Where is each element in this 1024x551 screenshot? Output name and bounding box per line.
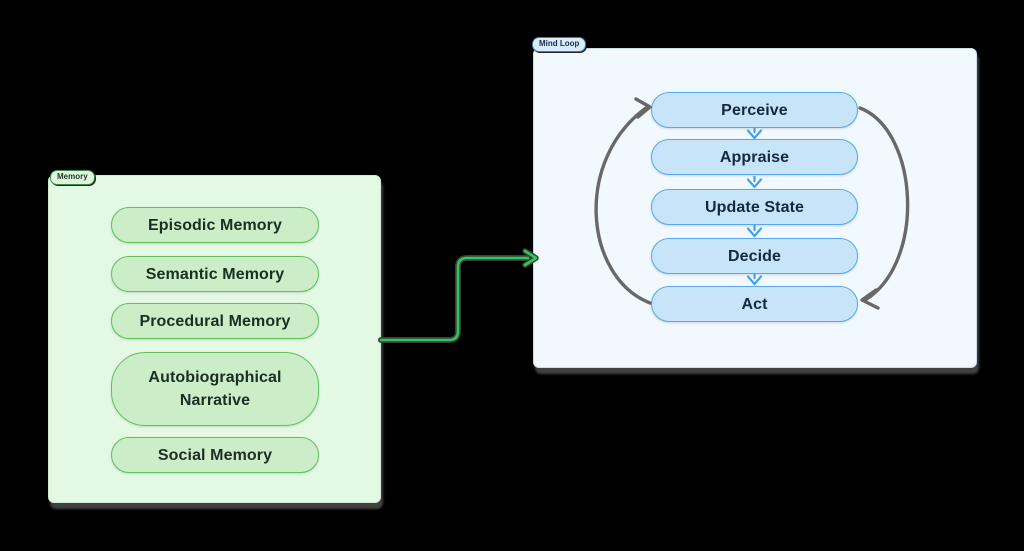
node-act[interactable]: Act xyxy=(651,286,858,322)
mind-loop-frame[interactable]: Mind Loop Perceive Appraise Update State… xyxy=(532,37,977,368)
node-social-memory[interactable]: Social Memory xyxy=(111,437,319,473)
node-update-state[interactable]: Update State xyxy=(651,189,858,225)
connector-line[interactable] xyxy=(379,256,530,342)
memory-to-mind-loop-connector[interactable] xyxy=(378,248,539,343)
node-perceive[interactable]: Perceive xyxy=(651,92,858,128)
connector-shadow-casing xyxy=(378,255,531,343)
node-decide[interactable]: Decide xyxy=(651,238,858,274)
node-procedural-memory[interactable]: Procedural Memory xyxy=(111,303,319,339)
flow-arrow-icon[interactable] xyxy=(746,225,763,238)
memory-frame-label[interactable]: Memory xyxy=(50,170,95,185)
node-episodic-memory[interactable]: Episodic Memory xyxy=(111,207,319,243)
flow-arrow-icon[interactable] xyxy=(746,176,763,189)
memory-frame[interactable]: Memory Episodic Memory Semantic Memory P… xyxy=(48,170,381,503)
node-semantic-memory[interactable]: Semantic Memory xyxy=(111,256,319,292)
flow-arrow-icon[interactable] xyxy=(746,127,763,140)
node-appraise[interactable]: Appraise xyxy=(651,139,858,175)
node-autobiographical-narrative[interactable]: Autobiographical Narrative xyxy=(111,352,319,426)
flow-arrow-icon[interactable] xyxy=(746,273,763,286)
mind-loop-frame-label[interactable]: Mind Loop xyxy=(532,37,587,52)
